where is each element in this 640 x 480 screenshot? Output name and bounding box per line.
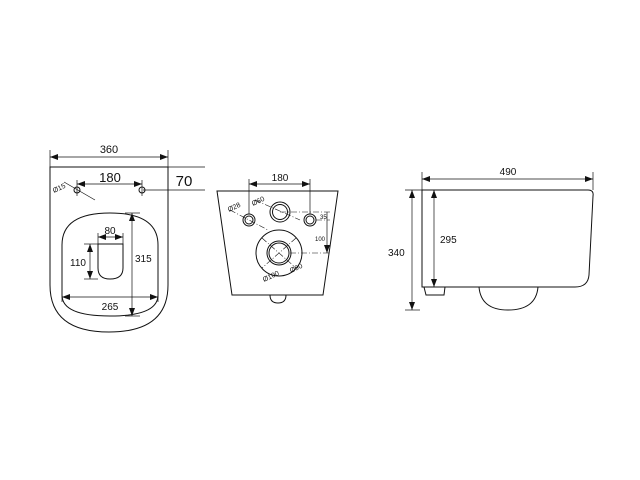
hole-spacing-label: 180: [99, 170, 121, 185]
opening-width-label: 80: [104, 226, 116, 237]
seat-length-label: 315: [135, 254, 152, 265]
rear-view-outline: [216, 190, 339, 296]
body-height-label: 295: [440, 235, 457, 246]
length-label: 490: [500, 167, 517, 178]
top-view: 360 70 180 Ø15 265 315 80 110: [49, 144, 205, 333]
bowl-opening: [97, 243, 124, 280]
seat-width-label: 265: [102, 302, 119, 313]
top-view-outline: [49, 166, 169, 333]
bolt-spacing-label: 180: [272, 173, 289, 184]
outlet-semicircle: [478, 286, 539, 311]
offset-label: 70: [176, 173, 193, 190]
side-view-outline: [421, 189, 594, 288]
hole-diameter-label: Ø15: [52, 183, 67, 195]
outlet-inner-diameter-label: Ø90: [289, 263, 304, 275]
seat-outline: [61, 212, 159, 317]
outlet-bump: [269, 294, 287, 304]
offset-35-label: 35: [320, 215, 327, 221]
foot: [423, 286, 446, 296]
bolt-hole-left: [242, 213, 256, 227]
width-label: 360: [100, 144, 118, 156]
side-view: 490 340 295: [388, 167, 594, 311]
rear-view: 180 35 100 Ø28 Ø60 Ø90 Ø100: [216, 173, 339, 304]
opening-length-label: 110: [70, 258, 86, 269]
inlet-hole: [269, 201, 291, 223]
outlet-outer-diameter-label: Ø100: [262, 270, 281, 284]
inlet-diameter-label: Ø60: [251, 196, 266, 208]
bolt-diameter-label: Ø28: [227, 202, 242, 214]
offset-100-label: 100: [315, 237, 326, 243]
total-height-label: 340: [388, 248, 405, 259]
